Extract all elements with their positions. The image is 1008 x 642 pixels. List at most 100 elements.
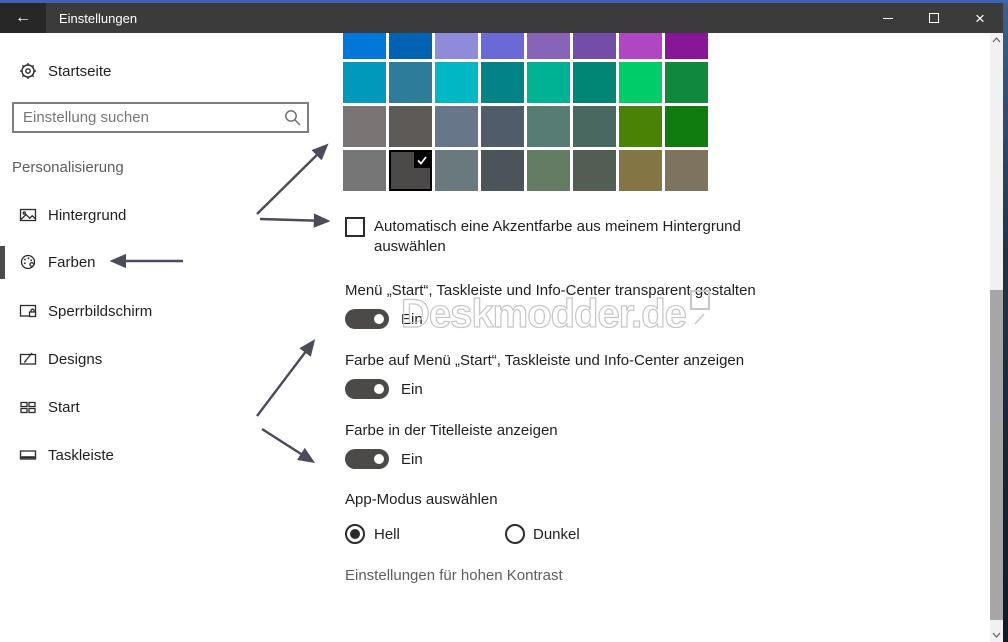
sidebar-item-start[interactable]: Start <box>0 390 320 424</box>
color-swatch[interactable] <box>527 106 570 147</box>
titlebar: ← Einstellungen × <box>0 3 1008 33</box>
color-swatch[interactable] <box>435 106 478 147</box>
app-mode-radio-hell-label: Hell <box>374 526 400 543</box>
color-swatch[interactable] <box>573 106 616 147</box>
color-swatch[interactable] <box>481 62 524 103</box>
toggle-knob <box>374 384 384 394</box>
color-swatch[interactable] <box>573 33 616 59</box>
sidebar-item-label: Start <box>48 398 80 416</box>
color-swatch[interactable] <box>481 150 524 191</box>
app-mode-radio-dunkel-label: Dunkel <box>533 526 580 543</box>
sidebar-item-hintergrund[interactable]: Hintergrund <box>0 198 320 232</box>
color-swatch[interactable] <box>343 150 386 191</box>
back-arrow-icon: ← <box>15 9 31 26</box>
toggle-knob <box>374 454 384 464</box>
sidebar-item-label: Hintergrund <box>48 206 127 224</box>
palette-row <box>343 62 708 103</box>
color-swatch[interactable] <box>435 33 478 59</box>
sidebar-item-label: Designs <box>48 350 103 368</box>
app-mode-radio-hell[interactable] <box>345 524 365 544</box>
minimize-button[interactable] <box>865 3 911 33</box>
color-swatch[interactable] <box>665 33 708 59</box>
palette-row <box>343 106 708 147</box>
sidebar-item-label: Taskleiste <box>48 446 114 464</box>
palette-icon <box>20 254 36 270</box>
color-swatch[interactable] <box>435 62 478 103</box>
color-swatch[interactable] <box>389 106 432 147</box>
accent-color-grid <box>343 33 708 194</box>
minimize-icon <box>883 17 893 19</box>
back-button[interactable]: ← <box>0 3 46 33</box>
color-swatch[interactable] <box>389 150 432 191</box>
taskbar-icon <box>19 450 37 460</box>
app-mode-radio-dunkel[interactable] <box>505 524 525 544</box>
color-swatch[interactable] <box>389 33 432 59</box>
scrollbar-down-button[interactable] <box>990 628 1003 642</box>
window-top-border <box>0 0 1008 3</box>
maximize-icon <box>929 13 939 23</box>
auto-accent-checkbox[interactable] <box>345 217 365 237</box>
close-button[interactable]: × <box>957 3 1003 33</box>
start-tiles-icon <box>20 401 36 414</box>
transparency-toggle-label: Menü „Start“, Taskleiste und Info-Center… <box>345 282 756 299</box>
color-swatch[interactable] <box>343 62 386 103</box>
palette-row <box>343 150 708 191</box>
window-title: Einstellungen <box>59 10 138 26</box>
color-on-start-toggle-label: Farbe auf Menü „Start“, Taskleiste und I… <box>345 352 745 369</box>
app-mode-label: App-Modus auswählen <box>345 491 498 508</box>
sidebar-item-farben[interactable]: Farben <box>0 245 320 279</box>
lockscreen-icon <box>19 304 37 318</box>
chevron-down-icon <box>992 632 1001 638</box>
sidebar-home-label: Startseite <box>48 62 112 80</box>
scrollbar-up-button[interactable] <box>990 33 1003 47</box>
chevron-up-icon <box>992 37 1001 43</box>
scrollbar-thumb[interactable] <box>990 290 1003 620</box>
color-swatch[interactable] <box>619 150 662 191</box>
sidebar-item-home[interactable]: Startseite <box>0 54 320 88</box>
color-swatch[interactable] <box>343 33 386 59</box>
selected-check-icon <box>414 152 430 168</box>
titlebar-color-toggle-label: Farbe in der Titelleiste anzeigen <box>345 422 558 439</box>
maximize-button[interactable] <box>911 3 957 33</box>
sidebar-item-designs[interactable]: Designs <box>0 342 320 376</box>
close-icon: × <box>975 8 985 28</box>
color-swatch[interactable] <box>481 33 524 59</box>
toggle-knob <box>374 314 384 324</box>
window-controls: × <box>865 3 1003 33</box>
color-swatch[interactable] <box>619 33 662 59</box>
window-right-edge <box>1003 3 1008 642</box>
sidebar-item-label: Sperrbildschirm <box>48 302 153 320</box>
color-swatch[interactable] <box>527 150 570 191</box>
color-on-start-toggle[interactable] <box>345 379 389 399</box>
scrollbar-track[interactable] <box>990 33 1003 642</box>
color-on-start-toggle-state: Ein <box>401 381 423 398</box>
color-swatch[interactable] <box>665 106 708 147</box>
selected-item-accent-bar <box>0 246 5 279</box>
palette-row <box>343 33 708 59</box>
theme-icon <box>19 352 37 365</box>
transparency-toggle[interactable] <box>345 309 389 329</box>
sidebar-item-sperrbildschirm[interactable]: Sperrbildschirm <box>0 294 320 328</box>
color-swatch[interactable] <box>665 150 708 191</box>
search-input[interactable] <box>12 102 309 133</box>
image-icon <box>19 208 37 222</box>
sidebar-item-label: Farben <box>48 253 96 271</box>
gear-icon <box>20 63 36 79</box>
sidebar-item-taskleiste[interactable]: Taskleiste <box>0 438 320 472</box>
color-swatch[interactable] <box>665 62 708 103</box>
color-swatch[interactable] <box>435 150 478 191</box>
color-swatch[interactable] <box>573 150 616 191</box>
high-contrast-link[interactable]: Einstellungen für hohen Kontrast <box>345 567 563 584</box>
color-swatch[interactable] <box>481 106 524 147</box>
titlebar-color-toggle-state: Ein <box>401 451 423 468</box>
color-swatch[interactable] <box>619 106 662 147</box>
color-swatch[interactable] <box>527 62 570 103</box>
color-swatch[interactable] <box>619 62 662 103</box>
titlebar-color-toggle[interactable] <box>345 449 389 469</box>
color-swatch[interactable] <box>527 33 570 59</box>
search-icon[interactable] <box>283 108 303 128</box>
color-swatch[interactable] <box>389 62 432 103</box>
color-swatch[interactable] <box>343 106 386 147</box>
color-swatch[interactable] <box>573 62 616 103</box>
